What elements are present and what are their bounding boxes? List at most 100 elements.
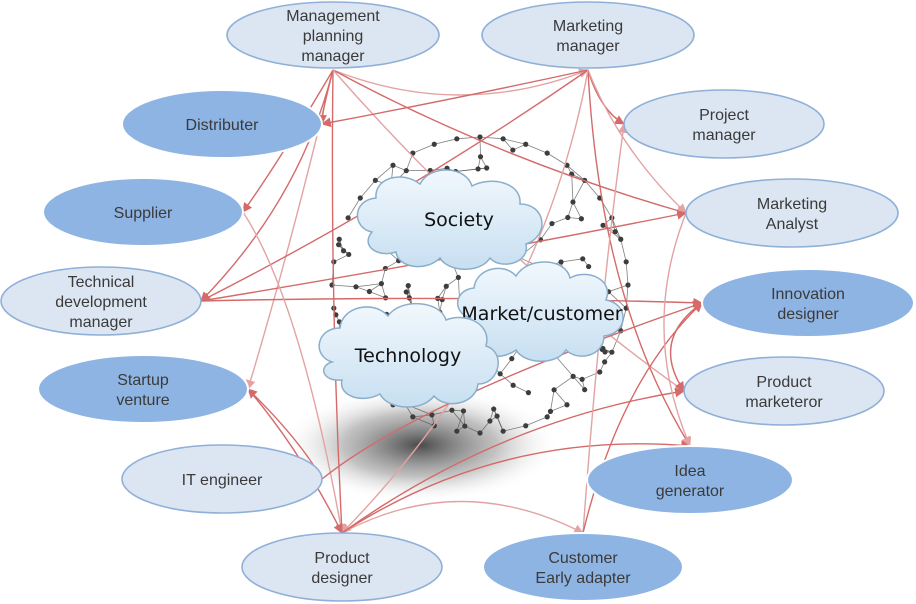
globe-node (336, 236, 342, 242)
relation-arrow (341, 500, 584, 534)
globe-link (550, 404, 568, 412)
role-node-innovation-shape (701, 268, 915, 338)
globe-link (525, 143, 548, 154)
globe-node (443, 283, 449, 289)
globe-node (477, 430, 483, 436)
role-node-idea-shape (586, 445, 794, 515)
role-node-techdev-label: development (55, 294, 147, 311)
globe-node (357, 195, 363, 201)
relation-arrow (200, 297, 703, 308)
globe-node (580, 256, 586, 262)
globe-node (340, 248, 347, 254)
role-node-mktanalyst-label: Marketing (757, 196, 827, 213)
globe-node (602, 359, 608, 365)
role-node-distributer: Distributer (121, 89, 323, 159)
cloud-society-label: Society (424, 209, 494, 231)
globe-node (500, 136, 506, 142)
globe-node (597, 369, 603, 375)
globe-node (525, 390, 532, 396)
role-node-mktmgr-shape (481, 1, 695, 69)
globe-node (570, 199, 576, 205)
globe-node (346, 251, 352, 258)
globe-link (434, 138, 457, 145)
globe-link (571, 174, 574, 203)
role-node-prodmkt-label: Product (756, 374, 812, 391)
relation-arrow (321, 69, 589, 128)
globe-node (510, 382, 516, 388)
relation-arrow (587, 69, 625, 125)
role-node-techdev-shape (0, 266, 202, 336)
globe-link (525, 416, 548, 427)
role-node-mktmgr-label: Marketing (553, 18, 623, 35)
globe-node (336, 242, 342, 248)
role-node-projmgr-label: manager (692, 127, 756, 144)
relation-arrow (242, 211, 346, 534)
globe-node (403, 289, 409, 295)
globe-node (455, 274, 461, 281)
role-node-mktmgr-label: manager (556, 38, 620, 55)
globe-link (584, 180, 601, 199)
relation-arrow (332, 69, 687, 216)
cloud-technology-label: Technology (354, 345, 461, 367)
role-node-projmgr-shape (623, 89, 825, 159)
globe-node (454, 136, 460, 142)
globe-link (551, 217, 568, 224)
role-node-mgmt-shape (226, 1, 440, 69)
role-node-supplier-label: Supplier (114, 205, 173, 222)
cloud-market-label: Market/customer (461, 303, 622, 325)
globe-link (553, 376, 574, 391)
globe-link (602, 225, 622, 240)
globe-node (454, 428, 460, 434)
relation-arrow (587, 69, 687, 214)
globe-link (608, 291, 627, 309)
role-node-mgmt-label: manager (301, 48, 365, 65)
globe-node (582, 387, 588, 393)
cloud-technology-shape (318, 303, 499, 408)
cloud-society-shape (356, 169, 543, 270)
relation-arrow (341, 387, 685, 534)
globe-link (479, 136, 504, 140)
globe-link (503, 425, 526, 432)
role-node-mgmt-label: planning (303, 28, 364, 45)
globe-link (355, 283, 382, 288)
globe-node (547, 408, 554, 414)
role-node-customer-label: Early adapter (535, 570, 631, 587)
globe-link (546, 152, 568, 166)
globe-link (540, 223, 553, 240)
cloud-society: Society (356, 169, 543, 270)
role-node-techdev-label: Technical (68, 274, 135, 291)
role-node-supplier: Supplier (42, 177, 244, 247)
globe-link (412, 143, 435, 154)
globe-node (600, 345, 606, 352)
globe-node (487, 418, 493, 424)
globe-node (578, 216, 584, 222)
globe-link (499, 358, 513, 375)
globe-link (381, 268, 386, 284)
globe-node (570, 373, 576, 380)
globe-link (430, 167, 448, 171)
globe-node (410, 414, 416, 420)
globe-link (412, 414, 432, 418)
globe-link (581, 371, 600, 380)
globe-node (372, 177, 378, 183)
globe-shadow (280, 387, 560, 503)
globe-node (390, 162, 396, 168)
globe-link (359, 180, 376, 199)
globe-link (331, 284, 356, 288)
role-node-projmgr: Project manager (623, 89, 825, 159)
globe-node (586, 263, 592, 270)
relation-arrow (332, 68, 589, 96)
role-node-supplier-shape (42, 177, 244, 247)
globe-link (611, 217, 622, 240)
role-node-projmgr-label: Project (699, 107, 749, 124)
globe-node (403, 168, 409, 174)
relation-arrow (331, 69, 347, 534)
role-node-idea-label: Idea (674, 463, 705, 480)
globe-node (623, 259, 629, 265)
globe-node (558, 259, 564, 265)
globe-link (625, 261, 629, 286)
